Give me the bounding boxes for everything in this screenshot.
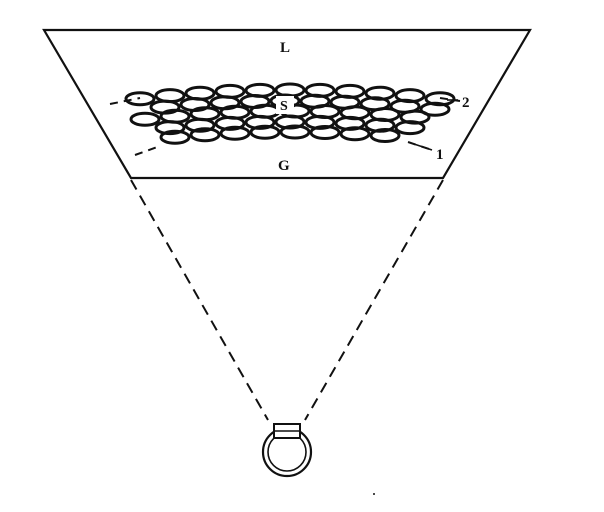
mesh-cell <box>184 117 216 133</box>
mesh-cell <box>274 114 306 130</box>
funnel-trapezoid <box>42 28 532 180</box>
eye-icon <box>261 423 313 478</box>
sight-line-left <box>130 179 269 421</box>
sight-lines <box>130 179 444 421</box>
mesh-cell <box>159 129 191 145</box>
sight-line-right <box>304 179 444 421</box>
speck <box>373 493 375 495</box>
label-boundary-lower: 1 <box>436 147 444 163</box>
leader-lines <box>413 99 458 151</box>
mesh-cell <box>154 120 186 136</box>
mesh-cell <box>369 128 401 143</box>
boundary-2-dash-left <box>109 97 141 105</box>
mesh-cell <box>419 101 451 117</box>
mesh-cell <box>244 114 276 130</box>
mesh-cell <box>339 126 371 142</box>
mesh-cell <box>279 124 311 140</box>
mesh-cell <box>309 125 341 140</box>
mesh-cell <box>304 114 336 130</box>
mesh-cell <box>394 120 426 136</box>
label-s-mask <box>276 96 294 114</box>
mesh-cell <box>124 91 156 107</box>
mesh-cell <box>189 127 221 143</box>
leader-line-1 <box>413 143 433 151</box>
mesh-cell <box>214 115 246 131</box>
mesh-cell <box>129 111 161 127</box>
mesh-cell <box>249 124 281 140</box>
label-bottom-region: G <box>278 158 290 174</box>
label-middle-layer: S <box>280 99 288 114</box>
label-top-region: L <box>280 40 290 56</box>
label-boundary-upper: 2 <box>462 95 470 111</box>
boundary-1-dash-left <box>134 145 161 156</box>
mesh-cell <box>219 125 251 141</box>
funnel-outline <box>42 28 532 180</box>
mesh-cell <box>154 88 186 104</box>
